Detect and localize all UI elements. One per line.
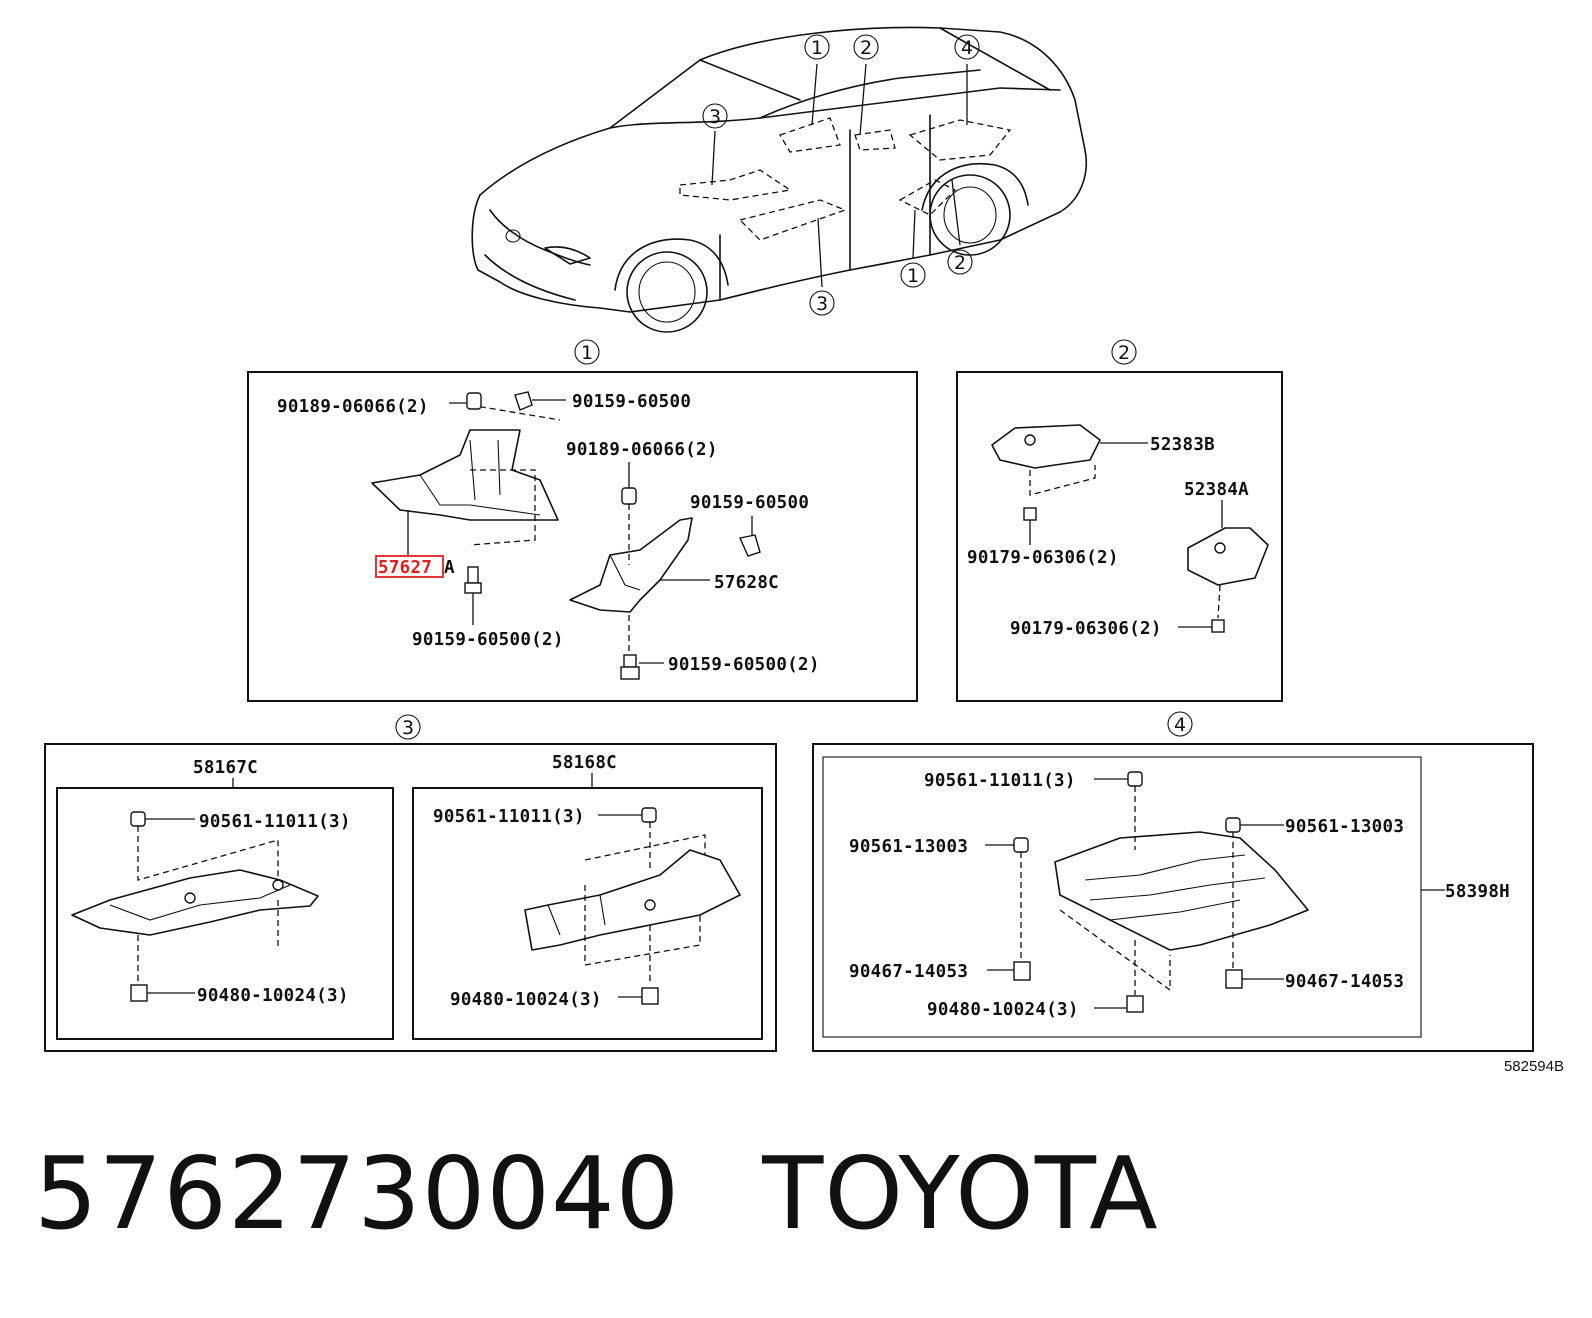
callout-3-left: 3: [702, 103, 728, 129]
panel-1: 1 90189-06066(2) 90159-60500 90189-: [247, 339, 918, 702]
svg-text:1: 1: [907, 265, 919, 287]
callout-3-bottom: 3: [809, 290, 835, 316]
svg-text:2: 2: [860, 37, 872, 59]
part-label-90561-13003-right: 90561-13003: [1285, 817, 1404, 837]
car-overview-illustration: 1 2 4 3 3 1 2: [471, 26, 1087, 333]
callout-2-bottom: 2: [947, 249, 973, 275]
part-label-52383b: 52383B: [1150, 435, 1215, 455]
svg-text:3: 3: [402, 717, 414, 739]
part-label-90561-11011-left: 90561-11011(3): [199, 812, 351, 832]
svg-text:3: 3: [709, 106, 721, 128]
diagram-reference-code: 582594B: [1503, 1058, 1564, 1075]
part-label-90189-06066-b: 90189-06066(2): [566, 440, 718, 460]
part-label-90467-14053-left: 90467-14053: [849, 962, 968, 982]
part-label-90159-60500-b: 90159-60500: [690, 493, 809, 513]
part-label-90159-60500-a: 90159-60500: [572, 392, 691, 412]
part-label-90179-06306-a: 90179-06306(2): [967, 548, 1119, 568]
svg-text:4: 4: [1174, 714, 1186, 736]
panel-4: 4 90561-11011(3) 90561-13003 90561-13003…: [812, 711, 1534, 1052]
part-label-90480-10024-right: 90480-10024(3): [450, 990, 602, 1010]
part-label-90561-11011-right: 90561-11011(3): [433, 807, 585, 827]
panel-1-callout: 1: [574, 339, 600, 365]
svg-text:3: 3: [816, 293, 828, 315]
svg-text:4: 4: [961, 37, 973, 59]
panel-3-callout: 3: [395, 714, 421, 740]
part-number: 5762730040: [34, 1135, 681, 1252]
part-label-90561-11011-p4: 90561-11011(3): [924, 771, 1076, 791]
part-label-90179-06306-b: 90179-06306(2): [1010, 619, 1162, 639]
part-label-58167c: 58167C: [193, 758, 258, 778]
panel-3: 3 58167C 90561-11011(3) 90480-10024(3) 5…: [44, 714, 777, 1052]
footer-caption: 5762730040 TOYOTA: [34, 1135, 1159, 1252]
panel-4-callout: 4: [1167, 711, 1193, 737]
highlight-box: [375, 555, 444, 578]
part-label-58398h: 58398H: [1445, 882, 1510, 902]
part-label-90467-14053-right: 90467-14053: [1285, 972, 1404, 992]
part-label-90480-10024-left: 90480-10024(3): [197, 986, 349, 1006]
callout-1-top: 1: [804, 34, 830, 60]
part-label-58168c: 58168C: [552, 753, 617, 773]
panel-2-callout: 2: [1111, 339, 1137, 365]
highlighted-part-suffix: A: [444, 558, 455, 578]
svg-text:2: 2: [1118, 342, 1130, 364]
part-label-52384a: 52384A: [1184, 480, 1249, 500]
part-label-90159-60500-c: 90159-60500(2): [412, 630, 564, 650]
callout-1-bottom: 1: [900, 262, 926, 288]
callout-4-top: 4: [954, 34, 980, 60]
part-label-90189-06066-a: 90189-06066(2): [277, 397, 429, 417]
panel-2: 2 52383B 52384A 90179-06306(2) 90179-063…: [956, 339, 1283, 702]
brand-name: TOYOTA: [762, 1135, 1159, 1252]
part-label-90480-10024-p4: 90480-10024(3): [927, 1000, 1079, 1020]
callout-2-top: 2: [853, 34, 879, 60]
svg-text:2: 2: [954, 252, 966, 274]
svg-text:1: 1: [811, 37, 823, 59]
svg-text:1: 1: [581, 342, 593, 364]
part-label-90159-60500-d: 90159-60500(2): [668, 655, 820, 675]
part-label-57628c: 57628C: [714, 573, 779, 593]
part-label-90561-13003-left: 90561-13003: [849, 837, 968, 857]
highlighted-part-number: 57627: [378, 558, 432, 578]
